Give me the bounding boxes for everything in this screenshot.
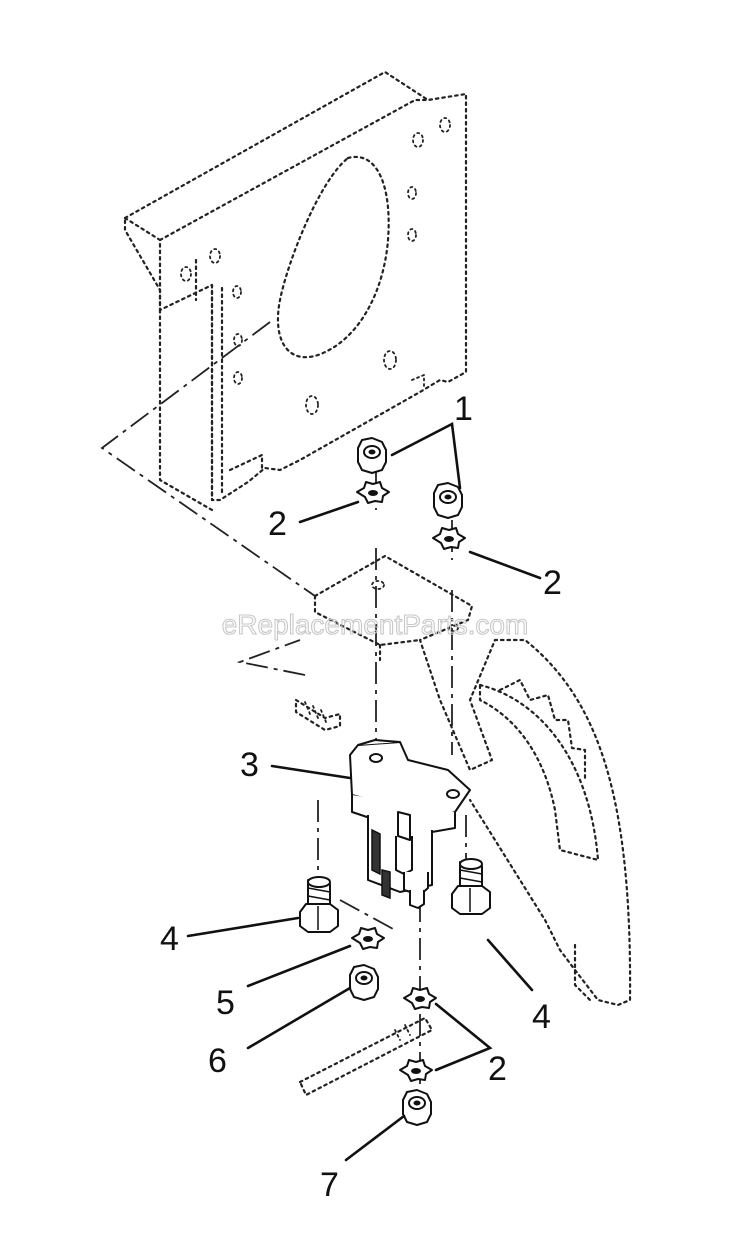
star-washer-top-left <box>356 481 390 504</box>
hex-nut-top-left <box>357 437 387 474</box>
lower-bracket-outline <box>313 554 632 1007</box>
hex-nut-part-6 <box>349 964 379 1001</box>
callout-labels: 1 2 2 2 3 4 4 5 6 7 <box>160 390 562 1204</box>
callout-7: 7 <box>320 1166 339 1204</box>
leader-lines <box>186 421 542 1162</box>
alignment-lines <box>100 321 467 1090</box>
callout-5: 5 <box>216 984 235 1022</box>
callout-4-left: 4 <box>160 920 179 958</box>
hex-bolt-dotted <box>294 698 342 732</box>
actuator-rod-dotted <box>298 1016 434 1097</box>
callout-3: 3 <box>240 746 259 784</box>
star-washer-lower-2 <box>399 1059 433 1082</box>
callout-1: 1 <box>454 390 473 428</box>
callout-2-top-left: 2 <box>268 505 287 543</box>
callout-2-bottom: 2 <box>488 1050 507 1088</box>
star-washer-left <box>351 927 385 950</box>
mounting-bracket-outline <box>123 70 468 512</box>
star-washer-lower-1 <box>403 987 437 1010</box>
callout-6: 6 <box>208 1042 227 1080</box>
callout-2-top-right: 2 <box>543 564 562 602</box>
hex-nut-part-7 <box>402 1089 432 1126</box>
switch-assembly <box>349 739 471 909</box>
star-washer-top-right <box>432 527 466 550</box>
hex-nut-top-right <box>433 482 463 519</box>
hex-bolt-right <box>451 858 491 915</box>
callout-4-right: 4 <box>532 998 551 1036</box>
hex-bolt-left <box>299 876 339 933</box>
watermark-text: eReplacementParts.com <box>222 609 529 640</box>
